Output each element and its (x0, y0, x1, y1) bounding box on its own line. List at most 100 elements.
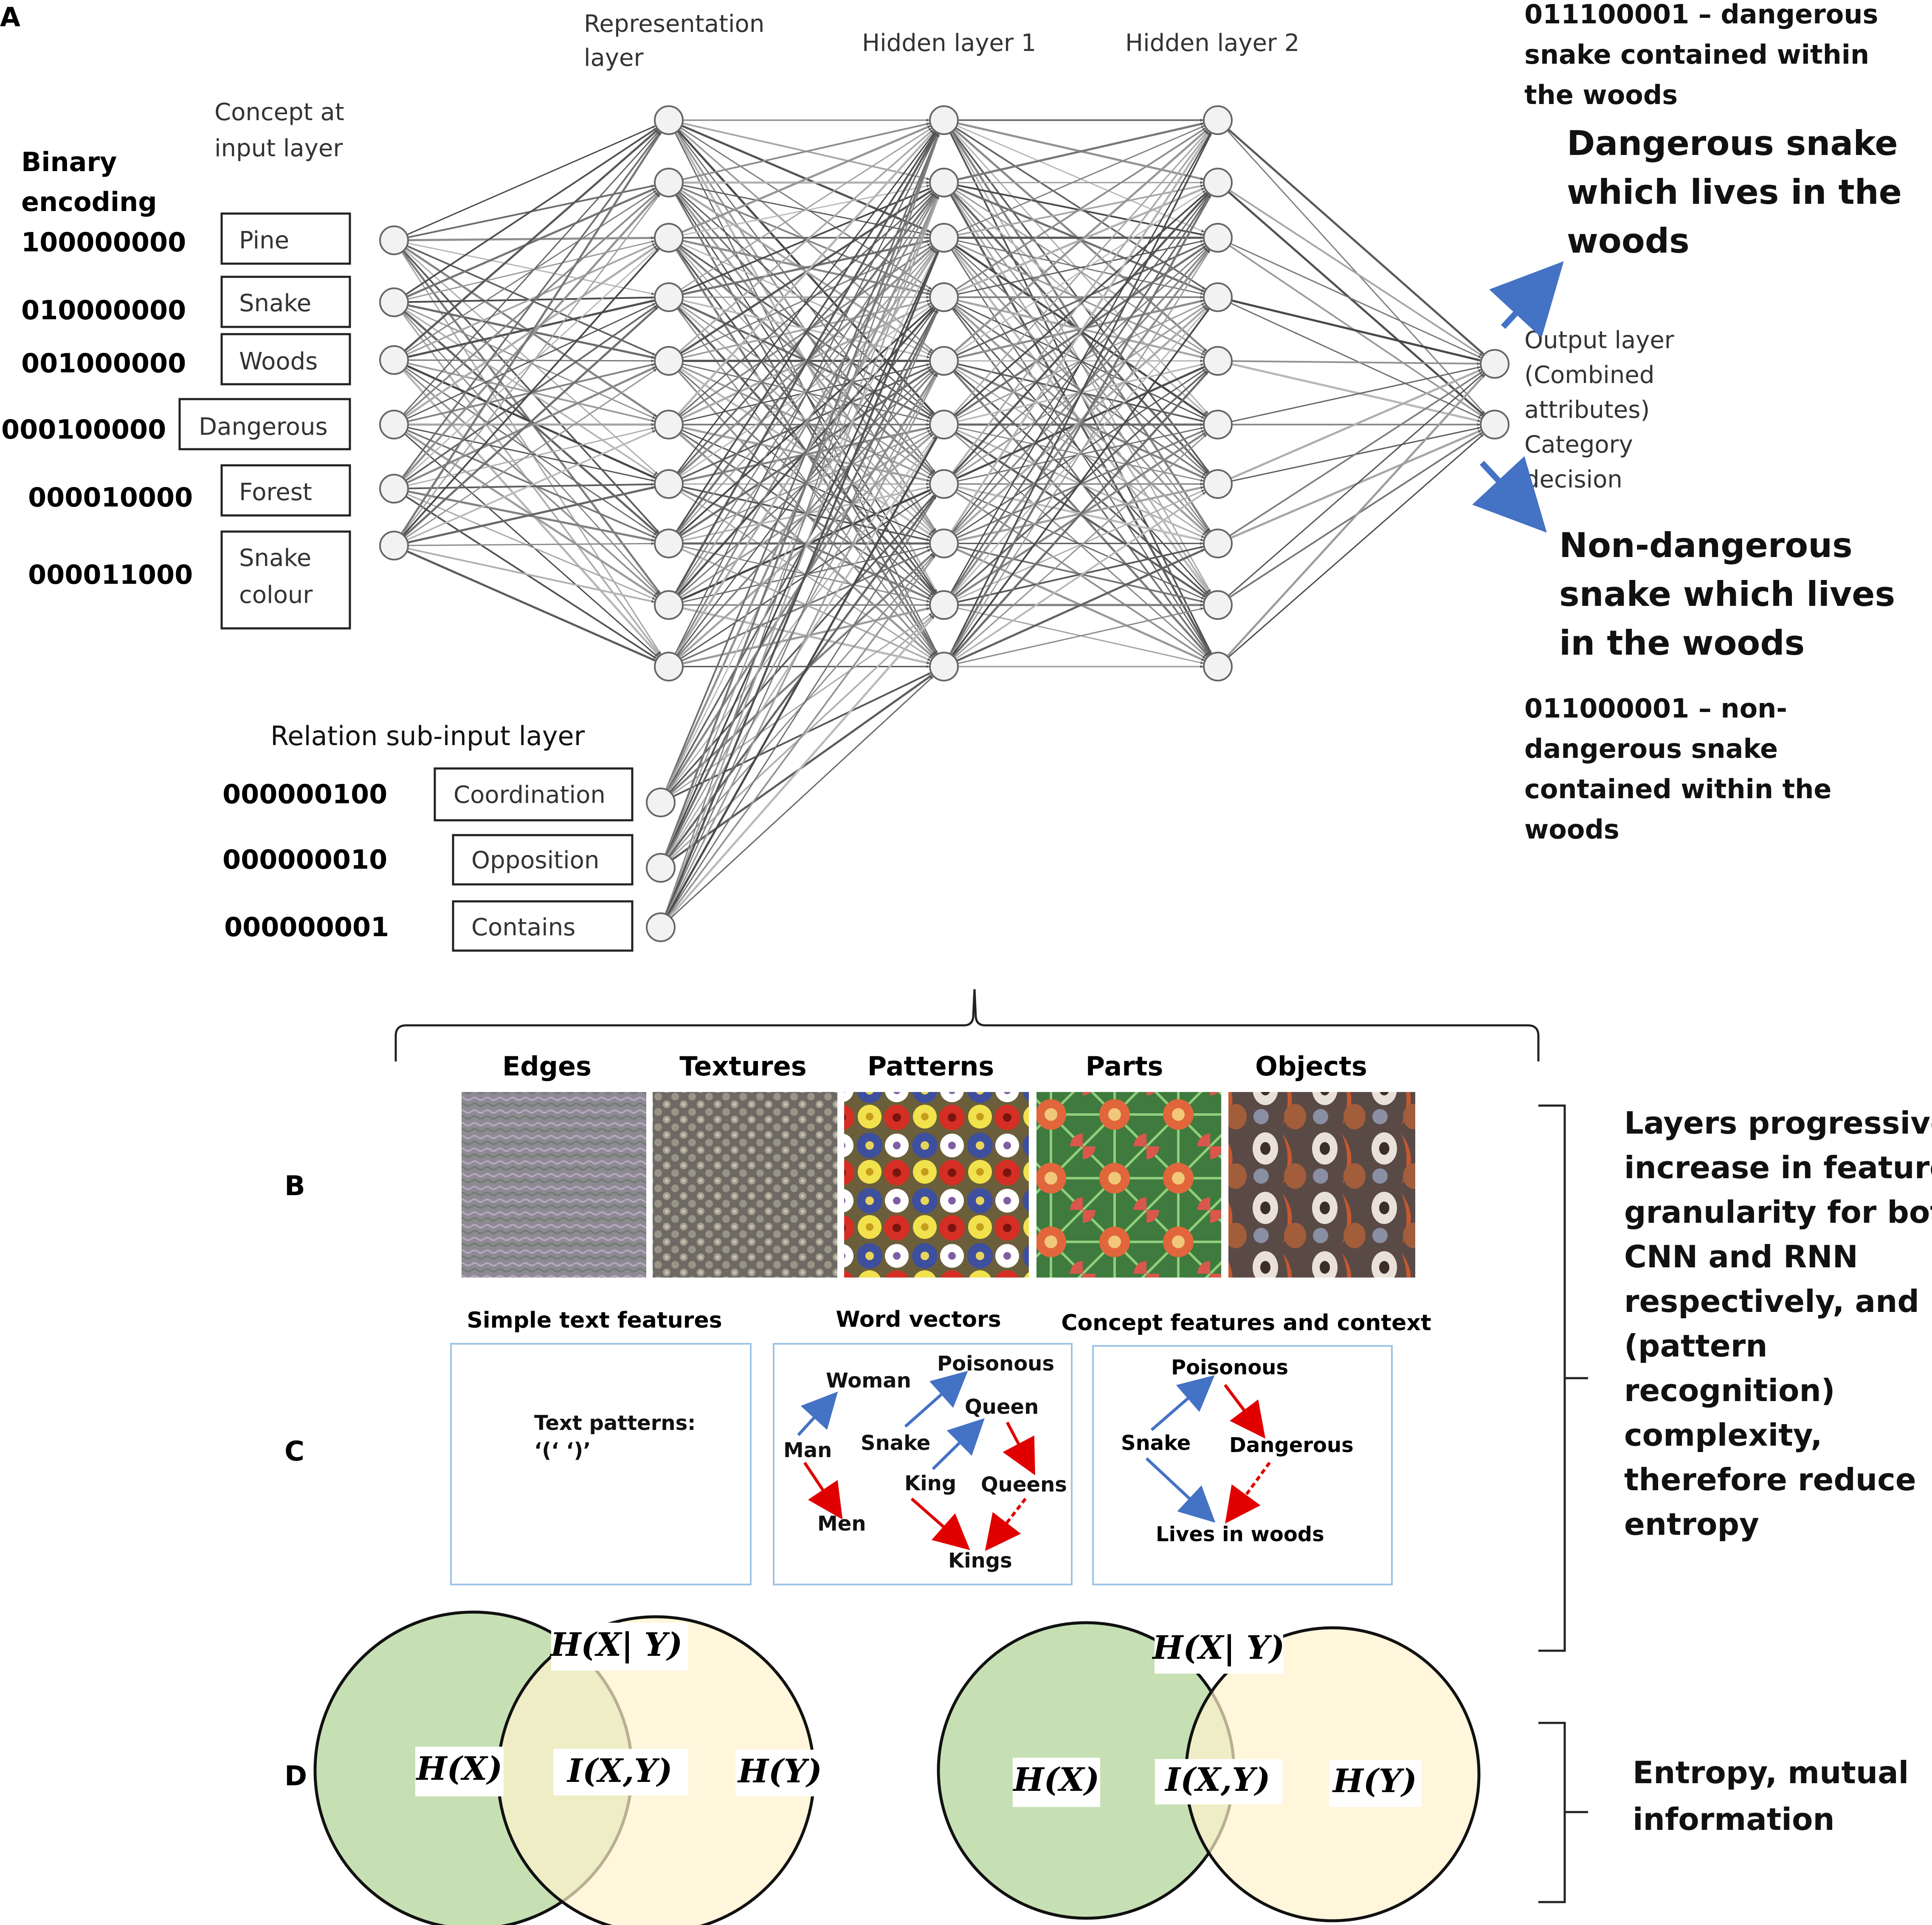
simple-text-features-box (450, 1343, 752, 1585)
network-connection (956, 549, 1205, 662)
concept-label: Forest (239, 478, 312, 506)
panel-d-letter: D (284, 1761, 307, 1792)
representation-heading-line: Representation (584, 10, 764, 38)
network-connection (957, 607, 1204, 664)
binary-code: 100000000 (21, 227, 186, 258)
representation-node (654, 469, 684, 499)
concept-arrow (1225, 1461, 1271, 1524)
input-node (379, 287, 409, 317)
concept-box (220, 276, 351, 328)
network-connection (682, 299, 930, 359)
output-arrow-up (1489, 261, 1564, 338)
venn-hxy-label: H(X| Y) (549, 1626, 682, 1664)
hidden-layer-2-node (1203, 469, 1233, 499)
concept-word: Snake (1121, 1431, 1191, 1455)
relation-code: 000000001 (224, 912, 389, 943)
network-connection (670, 552, 934, 794)
input-row: 000011000 Snake colour (28, 530, 351, 630)
concept-label: Woods (239, 348, 318, 375)
hidden-layer-1-heading: Hidden layer 1 (862, 29, 1036, 57)
network-connection (952, 308, 1210, 656)
network-connection (677, 130, 935, 415)
hidden-layer-1-node (929, 105, 959, 135)
hidden-layer-2-heading: Hidden layer 2 (1125, 29, 1299, 57)
venn-ixy-label: I(X,Y) (566, 1752, 672, 1790)
label-bg (1155, 1626, 1283, 1674)
venn-hx-label: H(X) (416, 1750, 503, 1787)
network-connection (950, 132, 1211, 532)
side-bracket (1538, 1722, 1588, 1903)
vector-arrow (1003, 1421, 1035, 1475)
output-top-category-line: Dangerous snake (1567, 124, 1898, 163)
label-bg (553, 1749, 688, 1796)
binary-code: 000100000 (1, 414, 166, 445)
relation-row: 000000100 Coordination (222, 767, 634, 822)
network-connection (1231, 363, 1481, 422)
output-caption-line: decision (1524, 466, 1622, 493)
entropy-note-line: Entropy, mutual (1633, 1755, 1909, 1790)
network-connection (949, 133, 1212, 655)
word-label: Queen (965, 1395, 1039, 1419)
representation-node (654, 652, 684, 681)
output-top-code-line: the woods (1524, 79, 1678, 110)
network-connection (666, 250, 938, 791)
representation-node (654, 410, 684, 439)
granularity-note-line: (pattern (1624, 1328, 1767, 1364)
network-connection (665, 133, 940, 856)
hidden-layer-1-node (929, 223, 959, 253)
network-connection (665, 196, 940, 915)
network-connection (666, 310, 939, 915)
word-label: King (904, 1472, 956, 1495)
binary-code: 000011000 (28, 559, 193, 590)
hidden-layer-2-node (1203, 590, 1233, 620)
grouping-brace (394, 989, 1540, 1061)
network-connection (1228, 128, 1484, 355)
granularity-note-line: therefore reduce (1624, 1462, 1916, 1497)
network-connection (675, 195, 938, 655)
network-connection (950, 132, 1211, 594)
network-connection (406, 187, 656, 298)
tile-label: Patterns (867, 1051, 994, 1082)
network-connection (403, 306, 659, 537)
network-connection (674, 133, 938, 655)
network-connection (667, 373, 938, 856)
network-connection (406, 430, 656, 541)
network-connection (406, 303, 656, 419)
representation-node (654, 529, 684, 558)
network-connection (1228, 373, 1484, 597)
concept-label: Dangerous (199, 413, 328, 441)
concept-features-box (1092, 1345, 1393, 1585)
output-caption-line: attributes) (1524, 396, 1650, 424)
input-node (379, 345, 409, 375)
network-connection (406, 493, 656, 600)
network-connection (952, 248, 1209, 534)
concept-word: Poisonous (1171, 1356, 1288, 1379)
representation-heading: Representation layer (584, 10, 772, 72)
network-connection (408, 242, 655, 296)
relation-label: Opposition (471, 847, 599, 874)
network-connection (682, 239, 930, 296)
network-connection (405, 190, 657, 353)
label-bg (1155, 1759, 1282, 1804)
granularity-note-line: increase in feature (1624, 1150, 1932, 1185)
network-connection (1226, 374, 1486, 657)
input-row: 000100000 Dangerous (1, 398, 351, 450)
binary-heading-line: Binary (21, 146, 117, 177)
output-top-category-line: which lives in the (1567, 172, 1902, 212)
network-connection (956, 243, 1205, 356)
side-bracket (1538, 1104, 1588, 1652)
granularity-note-line: Layers progressively (1624, 1105, 1932, 1141)
concept-box (220, 530, 351, 630)
network-connection (405, 127, 657, 296)
concept-heading-line: Concept at (214, 99, 344, 126)
network-connection (679, 129, 933, 352)
relation-node (646, 853, 676, 883)
network-connection (400, 132, 662, 535)
network-connection (1231, 366, 1481, 422)
text-patterns-line: Text patterns: (534, 1411, 696, 1435)
feature-tile: Parts (1036, 1051, 1221, 1278)
network-connections (400, 118, 1486, 918)
box-title: Simple text features (467, 1308, 722, 1333)
representation-node (654, 105, 684, 135)
entropy-note: Entropy, mutual information (1633, 1755, 1919, 1837)
